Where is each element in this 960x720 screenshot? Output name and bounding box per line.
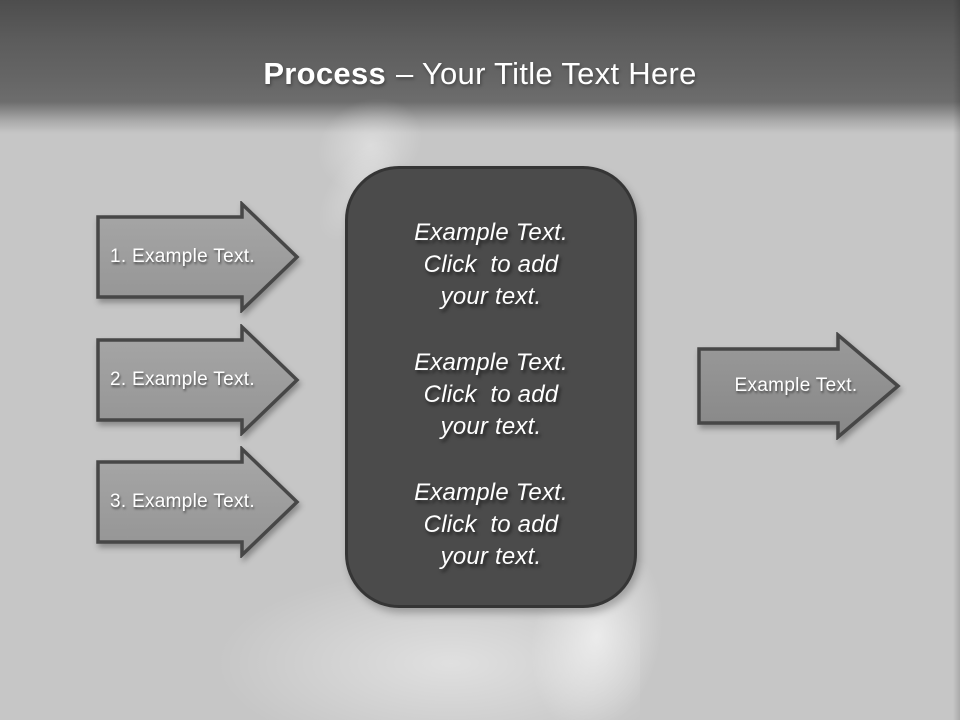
paragraph-line: your text. — [440, 413, 542, 440]
paragraph-line: Example Text. — [414, 219, 568, 246]
placeholder-paragraph-2[interactable]: Example Text. Click to add your text. — [360, 347, 622, 443]
arrow-label: 2. Example Text. — [110, 369, 255, 390]
arrow-label: Example Text. — [734, 375, 858, 396]
process-arrow-1[interactable]: 1. Example Text. — [96, 201, 300, 313]
title-keyword: Process — [263, 56, 387, 91]
placeholder-paragraph-3[interactable]: Example Text. Click to add your text. — [360, 477, 622, 573]
right-arrow-shape-icon — [96, 201, 300, 313]
paragraph-line: Click to add — [423, 381, 559, 408]
process-arrow-2[interactable]: 2. Example Text. — [96, 324, 300, 436]
paragraph-line: Example Text. — [414, 479, 568, 506]
right-arrow-shape-icon — [697, 332, 901, 440]
paragraph-line: Click to add — [423, 251, 559, 278]
paragraph-line: Click to add — [423, 511, 559, 538]
right-edge-shading — [953, 0, 960, 720]
right-arrow-shape-icon — [96, 446, 300, 558]
result-arrow[interactable]: Example Text. — [697, 332, 901, 440]
slide-title[interactable]: Process– Your Title Text Here — [0, 54, 960, 94]
placeholder-paragraph-1[interactable]: Example Text. Click to add your text. — [360, 217, 622, 313]
center-text-box[interactable]: Example Text. Click to add your text. Ex… — [345, 166, 637, 608]
paragraph-line: Example Text. — [414, 349, 568, 376]
right-arrow-shape-icon — [96, 324, 300, 436]
paragraph-line: your text. — [440, 283, 542, 310]
process-arrow-3[interactable]: 3. Example Text. — [96, 446, 300, 558]
paragraph-line: your text. — [440, 543, 542, 570]
arrow-label: 1. Example Text. — [110, 246, 255, 267]
title-subtitle: – Your Title Text Here — [395, 56, 697, 91]
title-band — [0, 0, 960, 134]
arrow-label: 3. Example Text. — [110, 491, 255, 512]
